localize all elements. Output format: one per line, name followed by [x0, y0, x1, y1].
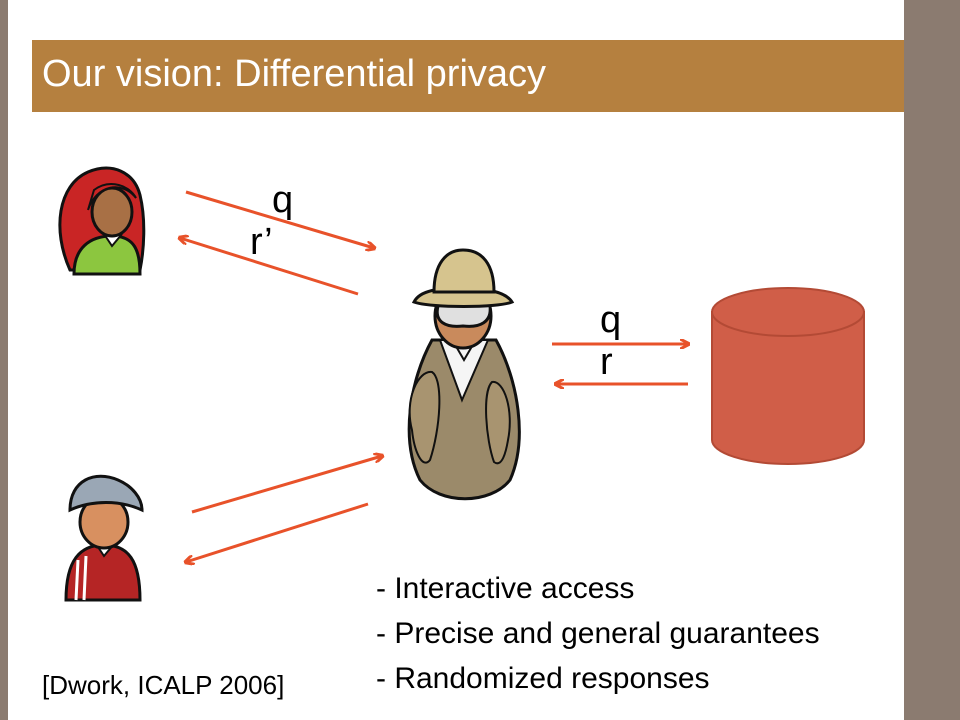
- arrow-query-top: [185, 190, 374, 248]
- database-icon: [711, 287, 865, 465]
- bullet-item: - Interactive access: [376, 572, 635, 605]
- slide-title: Our vision: Differential privacy: [42, 53, 547, 95]
- label-query-top: q: [272, 179, 294, 221]
- label-query-db: q: [600, 299, 622, 341]
- left-border: [0, 0, 8, 720]
- arrow-response-bottom: [186, 502, 369, 562]
- right-border: [904, 0, 960, 720]
- bullet-item: - Precise and general guarantees: [376, 617, 820, 650]
- male-user-icon: [64, 474, 144, 602]
- title-bar: [32, 40, 904, 112]
- arrow-response-top: [180, 238, 359, 296]
- feature-list: - Interactive access - Precise and gener…: [376, 566, 820, 701]
- female-user-icon: [58, 166, 146, 276]
- analyst-icon: [407, 248, 521, 501]
- label-response-top: r’: [250, 221, 273, 263]
- bullet-item: - Randomized responses: [376, 662, 710, 695]
- arrow-query-bottom: [191, 456, 382, 514]
- label-response-db: r: [600, 341, 613, 383]
- citation: [Dwork, ICALP 2006]: [42, 670, 285, 700]
